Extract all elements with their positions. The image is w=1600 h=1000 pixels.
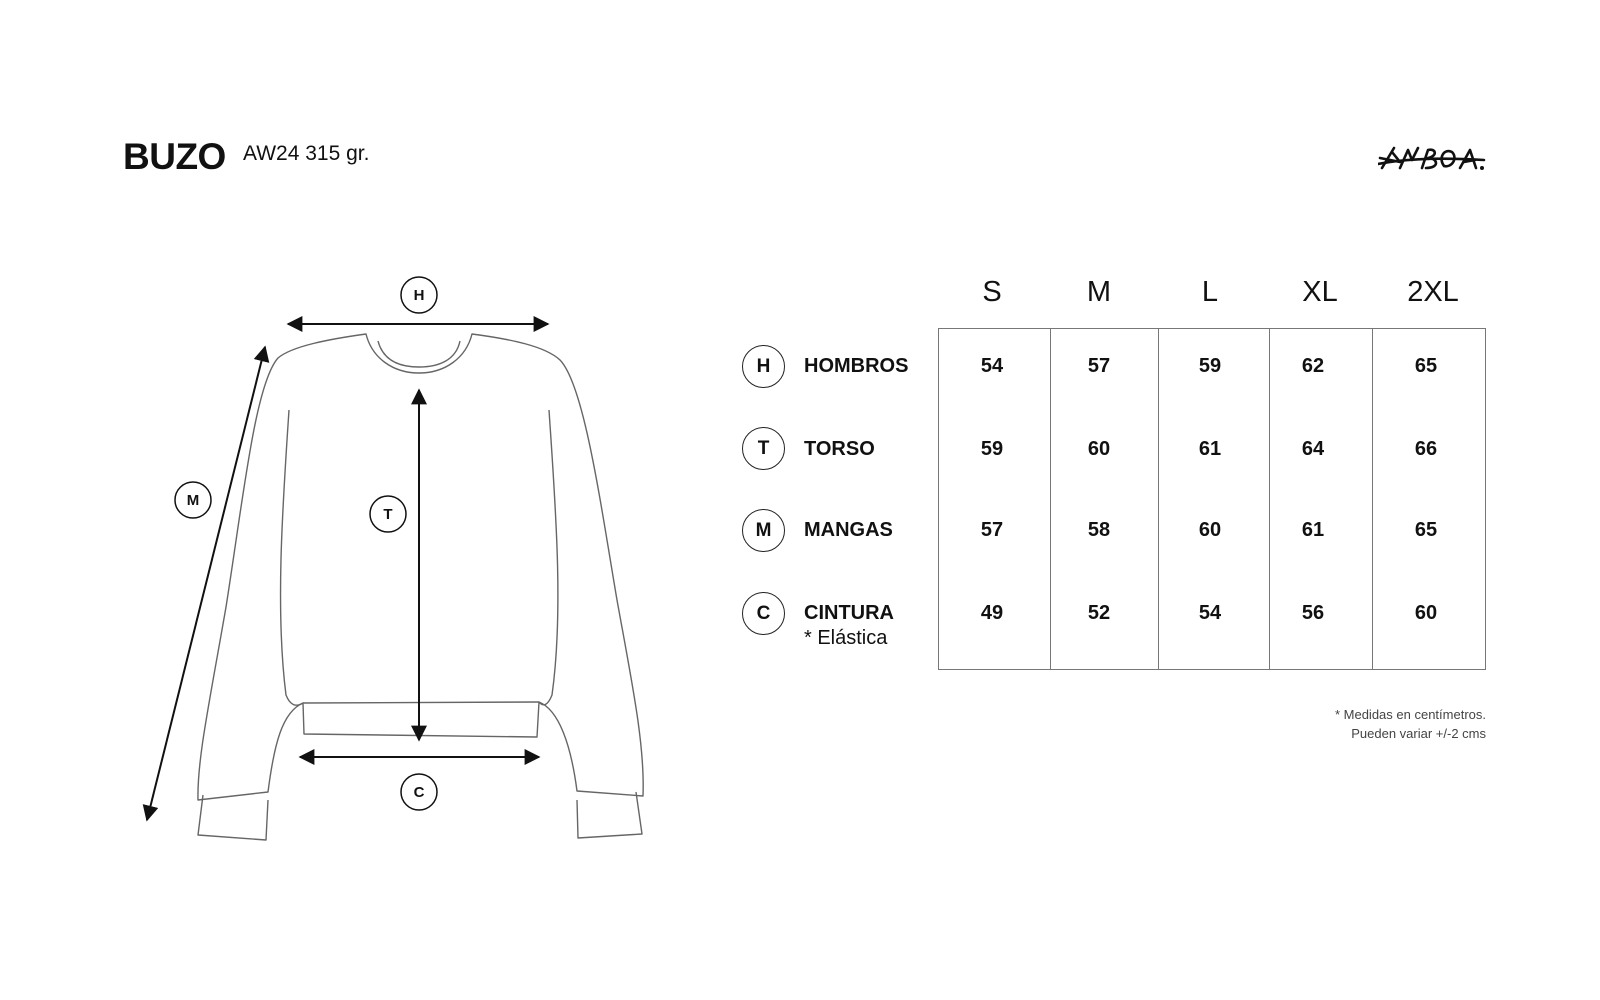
page-title: BUZO [123,136,226,177]
table-cell: 54 [980,355,1004,377]
table-cell: 61 [1198,438,1222,460]
footnote-units: * Medidas en centímetros. [1334,707,1486,722]
row-badge-hombros: H [742,345,785,388]
marker-c [400,773,438,811]
size-header-xl: XL [1302,276,1338,308]
table-cell: 59 [1198,355,1222,377]
page-subtitle: AW24 315 gr. [243,142,370,165]
grid-divider [1050,329,1051,669]
marker-m-label: M [187,492,200,509]
table-cell: 60 [1414,602,1438,624]
table-cell: 64 [1301,438,1325,460]
row-badge-torso: T [742,427,785,470]
marker-t-label: T [383,506,392,523]
grid-divider [1372,329,1373,669]
row-label-mangas: MANGAS [804,519,893,541]
sweater-outline [197,333,644,841]
grid-divider [1158,329,1159,669]
row-label-cintura: CINTURA [804,602,894,624]
grid-divider [1269,329,1270,669]
row-label-hombros: HOMBROS [804,355,909,377]
size-header-m: M [1086,276,1112,308]
brand-logo [1378,146,1486,170]
table-cell: 52 [1087,602,1111,624]
size-header-2xl: 2XL [1407,276,1459,308]
marker-c-label: C [414,784,425,801]
marker-t [369,495,407,533]
size-header-s: S [982,276,1002,308]
table-cell: 56 [1301,602,1325,624]
table-cell: 65 [1414,355,1438,377]
table-cell: 62 [1301,355,1325,377]
table-cell: 60 [1087,438,1111,460]
table-cell: 59 [980,438,1004,460]
table-cell: 54 [1198,602,1222,624]
table-cell: 49 [980,602,1004,624]
row-badge-mangas: M [742,509,785,552]
garment-diagram: H T M C [142,276,644,841]
table-cell: 57 [1087,355,1111,377]
marker-m [174,481,212,519]
table-cell: 65 [1414,519,1438,541]
footnote-tolerance: Pueden variar +/-2 cms [1351,726,1486,741]
size-header-l: L [1201,276,1219,308]
marker-h-label: H [414,287,425,304]
table-cell: 66 [1414,438,1438,460]
table-cell: 57 [980,519,1004,541]
size-table-grid [938,328,1486,670]
row-label-torso: TORSO [804,438,875,460]
row-note-elastica: * Elástica [804,627,888,649]
table-cell: 58 [1087,519,1111,541]
marker-h [400,276,438,314]
row-badge-cintura: C [742,592,785,635]
table-cell: 61 [1301,519,1325,541]
table-cell: 60 [1198,519,1222,541]
